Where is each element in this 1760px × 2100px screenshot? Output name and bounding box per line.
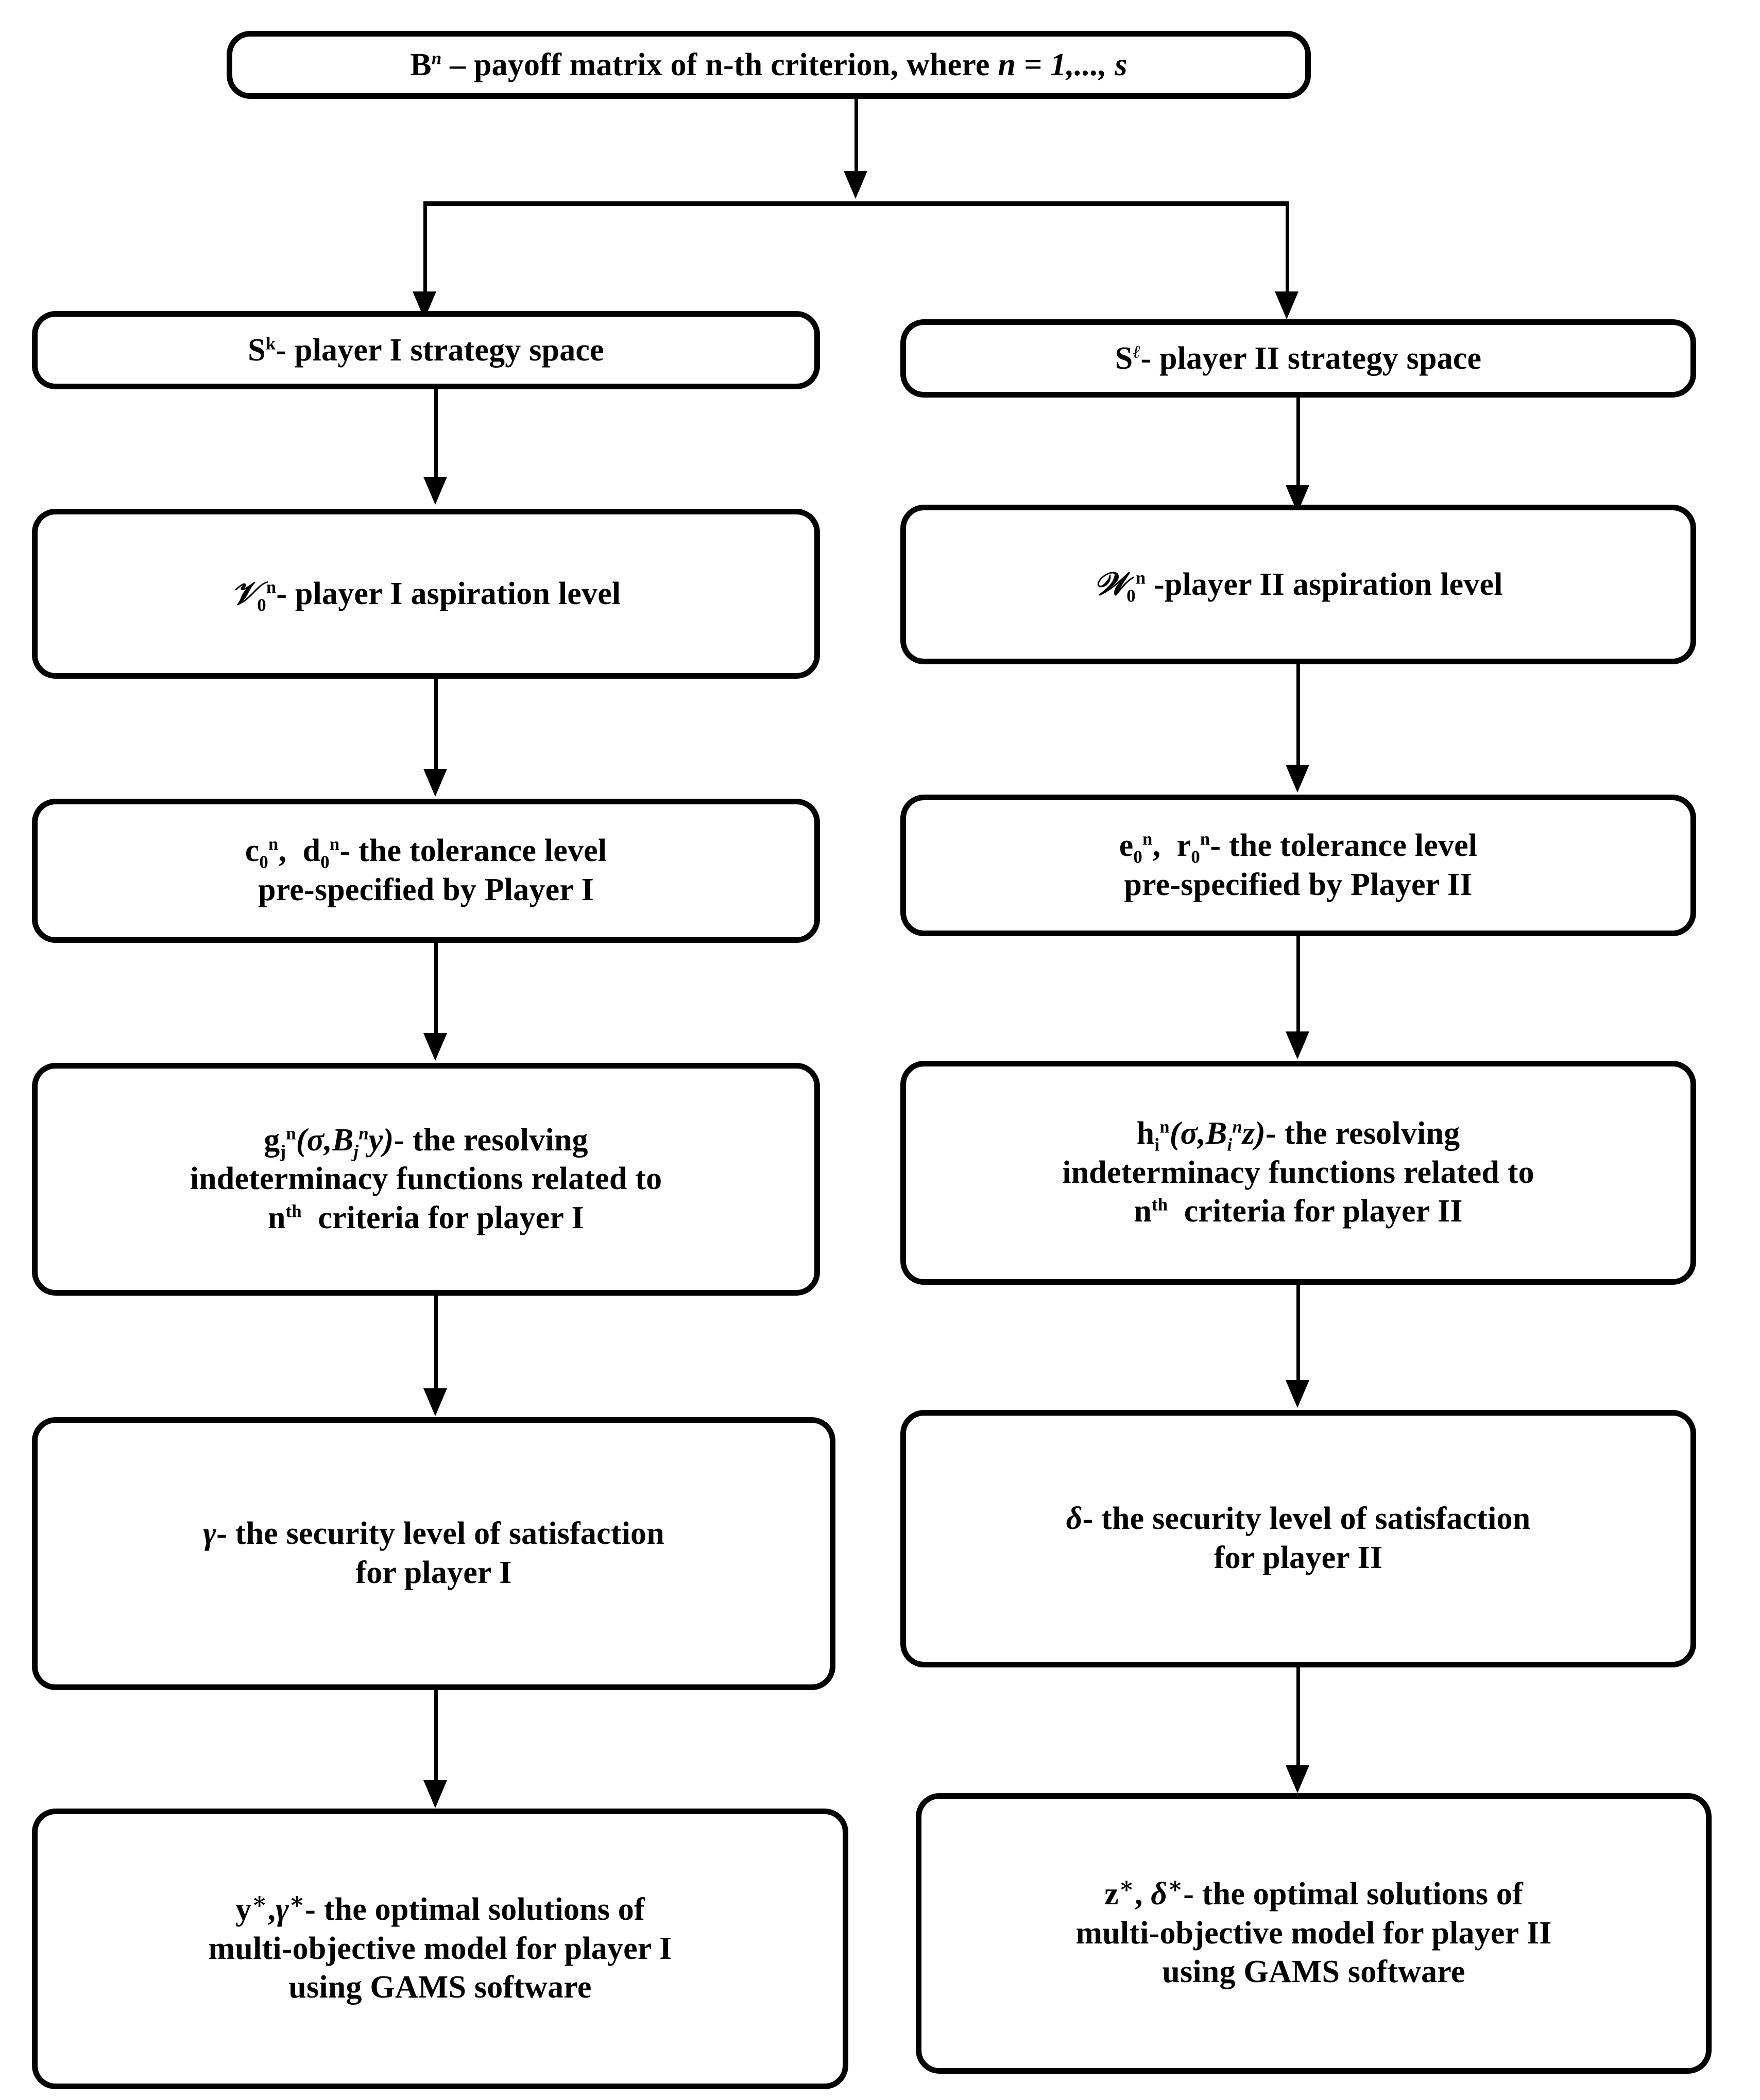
node-indeterminacy-functions-1-label: gjn(σ,Bjny)- the resolving indeterminacy… — [190, 1122, 662, 1235]
node-indeterminacy-functions-1[interactable]: gjn(σ,Bjny)- the resolving indeterminacy… — [32, 1063, 820, 1296]
connector-security-2-to-optimal-2 — [1296, 1667, 1300, 1765]
connector-aspiration-2-to-tolerance-2 — [1296, 664, 1300, 765]
node-payoff-matrix[interactable]: Bn – payoff matrix of n-th criterion, wh… — [227, 31, 1311, 99]
node-strategy-space-2[interactable]: Sℓ- player II strategy space — [900, 319, 1696, 398]
connector-strategy-2-to-aspiration-2 — [1296, 398, 1300, 485]
arrow-tolerance-2-to-indet-2 — [1286, 1031, 1309, 1059]
connector-indet-1-to-security-1 — [434, 1296, 438, 1388]
arrow-tolerance-1-to-indet-1 — [423, 1033, 447, 1061]
connector-split-right — [1286, 201, 1289, 291]
node-optimal-solutions-1-label: y∗,γ∗- the optimal solutions of multi-ob… — [208, 1888, 672, 2005]
arrow-security-2-to-optimal-2 — [1286, 1765, 1309, 1793]
connector-split-bar — [423, 201, 1289, 206]
connector-tolerance-2-to-indet-2 — [1296, 936, 1300, 1031]
arrow-split-to-strategy-2 — [1275, 291, 1298, 319]
node-indeterminacy-functions-2[interactable]: hin(σ,Binz)- the resolving indeterminacy… — [900, 1061, 1696, 1285]
arrow-aspiration-1-to-tolerance-1 — [423, 769, 447, 797]
node-payoff-matrix-label: Bn – payoff matrix of n-th criterion, wh… — [410, 47, 1127, 82]
node-aspiration-level-2-label: 𝒲0n -player II aspiration level — [1093, 565, 1503, 606]
arrow-indet-1-to-security-1 — [423, 1388, 447, 1416]
node-security-level-1-label: γ- the security level of satisfaction fo… — [203, 1516, 664, 1590]
node-tolerance-level-1-label: c0n, d0n- the tolerance level pre-specif… — [245, 833, 607, 907]
node-aspiration-level-2[interactable]: 𝒲0n -player II aspiration level — [900, 505, 1696, 664]
node-security-level-2-label: δ- the security level of satisfaction fo… — [1066, 1501, 1531, 1575]
connector-strategy-1-to-aspiration-1 — [434, 389, 438, 477]
arrow-root-to-split — [844, 171, 867, 199]
node-tolerance-level-2-label: e0n, r0n- the tolerance level pre-specif… — [1119, 828, 1478, 902]
node-optimal-solutions-2-label: z∗, δ∗- the optimal solutions of multi-o… — [1075, 1872, 1552, 1990]
connector-security-1-to-optimal-1 — [434, 1690, 438, 1780]
node-aspiration-level-1-label: 𝒱0n- player I aspiration level — [231, 574, 621, 615]
connector-root-stem — [855, 99, 858, 171]
arrow-strategy-1-to-aspiration-1 — [423, 477, 447, 505]
connector-aspiration-1-to-tolerance-1 — [434, 679, 438, 769]
node-strategy-space-1-label: Sk- player I strategy space — [248, 332, 604, 368]
arrow-security-1-to-optimal-1 — [423, 1780, 447, 1808]
node-strategy-space-2-label: Sℓ- player II strategy space — [1115, 340, 1482, 376]
connector-split-left — [423, 201, 427, 291]
node-aspiration-level-1[interactable]: 𝒱0n- player I aspiration level — [32, 509, 820, 679]
node-indeterminacy-functions-2-label: hin(σ,Binz)- the resolving indeterminacy… — [1062, 1116, 1534, 1229]
arrow-indet-2-to-security-2 — [1286, 1380, 1309, 1408]
connector-tolerance-1-to-indet-1 — [434, 943, 438, 1033]
connector-indet-2-to-security-2 — [1296, 1285, 1300, 1380]
node-optimal-solutions-1[interactable]: y∗,γ∗- the optimal solutions of multi-ob… — [32, 1809, 848, 2089]
node-optimal-solutions-2[interactable]: z∗, δ∗- the optimal solutions of multi-o… — [916, 1793, 1712, 2074]
arrow-aspiration-2-to-tolerance-2 — [1286, 765, 1309, 793]
node-security-level-2[interactable]: δ- the security level of satisfaction fo… — [900, 1410, 1696, 1667]
node-tolerance-level-2[interactable]: e0n, r0n- the tolerance level pre-specif… — [900, 795, 1696, 936]
node-strategy-space-1[interactable]: Sk- player I strategy space — [32, 311, 820, 389]
node-security-level-1[interactable]: γ- the security level of satisfaction fo… — [32, 1417, 835, 1690]
node-tolerance-level-1[interactable]: c0n, d0n- the tolerance level pre-specif… — [32, 799, 820, 943]
